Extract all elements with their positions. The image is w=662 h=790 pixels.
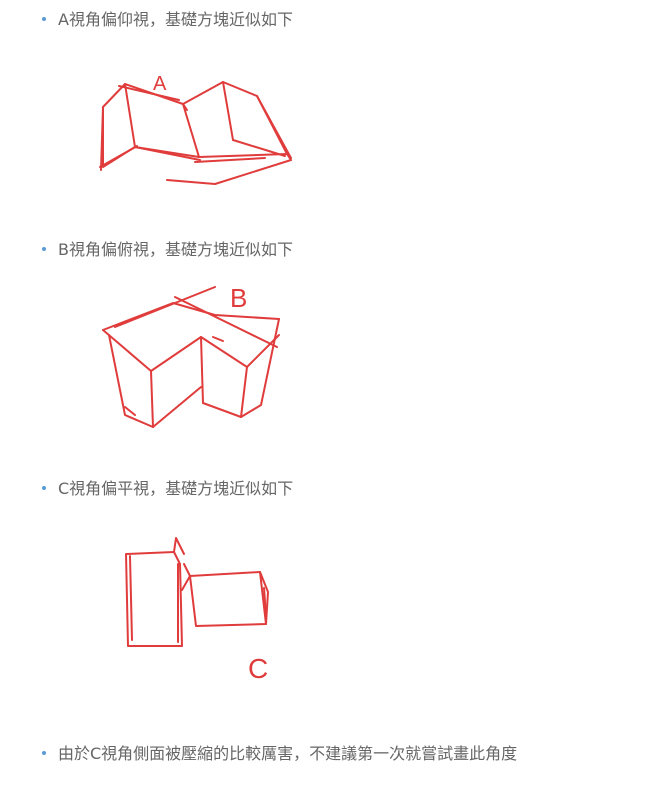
list-item-text: A視角偏仰視，基礎方塊近似如下: [58, 10, 293, 29]
list-item-text: C視角偏平視，基礎方塊近似如下: [58, 479, 294, 498]
sketch-b-label: B: [230, 283, 247, 313]
bullet-icon: [42, 750, 46, 755]
sketch-a-label: A: [153, 73, 167, 95]
list-item-b: B視角偏俯視，基礎方塊近似如下: [42, 239, 293, 261]
list-item-c: C視角偏平視，基礎方塊近似如下: [42, 478, 293, 500]
sketch-c-drawing: C: [125, 537, 269, 684]
list-item-a: A視角偏仰視，基礎方塊近似如下: [42, 9, 293, 31]
sketch-b-drawing: B: [102, 283, 280, 428]
list-item-note: 由於C視角側面被壓縮的比較厲害，不建議第一次就嘗試畫此角度: [42, 743, 517, 765]
bullet-icon: [42, 246, 46, 251]
list-item-text: 由於C視角側面被壓縮的比較厲害，不建議第一次就嘗試畫此角度: [58, 744, 518, 763]
bullet-icon: [42, 485, 46, 490]
sketch-a-boxes: A: [95, 62, 305, 192]
sketch-c-label: C: [248, 653, 268, 684]
sketch-a-drawing: A: [99, 73, 292, 185]
list-item-text: B視角偏俯視，基礎方塊近似如下: [58, 240, 293, 259]
bullet-icon: [42, 16, 46, 21]
sketch-c-boxes: C: [118, 530, 288, 690]
sketch-b-boxes: B: [95, 275, 295, 435]
